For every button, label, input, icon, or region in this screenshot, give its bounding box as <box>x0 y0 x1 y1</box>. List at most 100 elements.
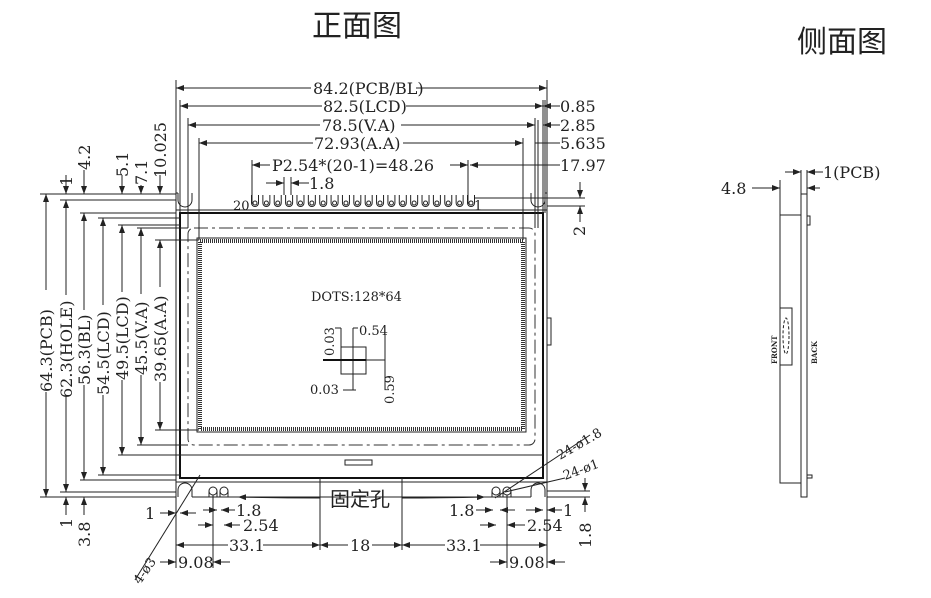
dim-right-hole-edge: 1 <box>563 501 573 520</box>
dim-pin-width: 1.8 <box>309 174 334 193</box>
lcd-tab <box>344 459 373 466</box>
dot-height: 0.59 <box>383 375 398 404</box>
dim-bottom-38: 3.8 <box>75 522 94 547</box>
dim-bl-height: 56.3(BL) <box>75 315 94 386</box>
pin-pad <box>387 195 396 207</box>
dim-hole-height: 62.3(HOLE) <box>57 301 76 398</box>
dim-left-pad-width: 1.8 <box>236 501 261 520</box>
pin-pad <box>262 195 271 207</box>
pin-hole <box>457 200 463 206</box>
pin-pad <box>330 195 339 207</box>
dot-gap-horizontal: 0.03 <box>310 383 339 398</box>
dot-width: 0.54 <box>359 324 388 339</box>
pin-hole <box>354 200 360 206</box>
side-back-label: BACK <box>810 340 819 364</box>
dim-top-10025: 10.025 <box>151 122 170 178</box>
active-area <box>198 239 525 431</box>
dot-gap-vertical: 0.03 <box>323 327 338 356</box>
mount-hole-label: 固定孔 <box>330 487 390 511</box>
top-dimensions: 84.2(PCB/BL) 82.5(LCD) 78.5(V.A) 72.93(A… <box>175 79 606 240</box>
dim-top-1: 1 <box>57 176 76 186</box>
pin-pad <box>398 195 407 207</box>
pin-hole <box>388 200 394 206</box>
side-lcd-body <box>779 214 802 484</box>
pin-pad <box>364 195 373 207</box>
dim-top-42: 4.2 <box>75 145 94 170</box>
side-pcb <box>800 193 808 498</box>
pin-pad <box>319 195 328 207</box>
left-dimensions: 64.3(PCB) 62.3(HOLE) 56.3(BL) 54.5(LCD) … <box>37 122 199 547</box>
pin-hole <box>366 200 372 206</box>
pin-pad <box>376 195 385 207</box>
pad-dia-2: 24-ø1 <box>561 457 601 484</box>
dim-right-1797: 17.97 <box>560 156 606 175</box>
pin-label-1: 1 <box>474 199 482 214</box>
dots-resolution: DOTS:128*64 <box>311 290 402 305</box>
pin-hole <box>445 200 451 206</box>
dim-left-pad-pitch: 2.54 <box>243 516 279 535</box>
pin-label-20: 20 <box>233 199 250 214</box>
dim-pin-pitch: P2.54*(20-1)=48.26 <box>272 156 434 175</box>
pin-hole <box>468 200 474 206</box>
pin-hole <box>275 200 281 206</box>
side-pcb-thickness: 1(PCB) <box>823 163 880 182</box>
pin-hole <box>434 200 440 206</box>
side-thickness: 4.8 <box>721 179 746 198</box>
pin-hole <box>411 200 417 206</box>
pin-hole <box>343 200 349 206</box>
pcb-outline <box>175 193 548 497</box>
pin-pad <box>421 195 430 207</box>
pad-dia-1: 24-ø1.8 <box>555 426 605 464</box>
dot-detail: DOTS:128*64 0.03 0.54 0.03 0.59 <box>310 290 402 404</box>
pin-pad <box>307 195 316 207</box>
pin-pad <box>410 195 419 207</box>
dim-aa-height: 39.65(A.A) <box>151 296 170 382</box>
dim-aa-width: 72.93(A.A) <box>314 134 400 153</box>
viewing-area <box>187 227 536 446</box>
dim-right-pad-pitch: 2.54 <box>527 516 563 535</box>
pin-pad <box>455 195 464 207</box>
pin-hole <box>263 200 269 206</box>
dim-va-height: 45.5(V.A) <box>132 301 151 375</box>
dim-top-71: 7.1 <box>132 160 151 185</box>
pin-hole <box>297 200 303 206</box>
dim-right-908: 9.08 <box>509 553 545 572</box>
dim-pin-offset: 2 <box>570 226 589 236</box>
pin-hole <box>332 200 338 206</box>
pin-pad <box>285 195 294 207</box>
dim-left-hole-edge: 1 <box>145 504 155 523</box>
pin-hole <box>320 200 326 206</box>
pin-hole <box>252 200 258 206</box>
pin-pad <box>341 195 350 207</box>
dim-right-285: 2.85 <box>560 116 596 135</box>
dim-right-pad-width: 1.8 <box>449 501 474 520</box>
side-view-title: 侧面图 <box>797 25 887 60</box>
dim-right-331: 33.1 <box>446 536 482 555</box>
pin-hole <box>286 200 292 206</box>
dim-left-331: 33.1 <box>229 536 265 555</box>
pin-pad <box>353 195 362 207</box>
dim-right-vertical-18: 1.8 <box>576 523 595 548</box>
front-view <box>175 192 552 498</box>
pin-pad <box>296 195 305 207</box>
dim-bottom-1: 1 <box>57 518 76 528</box>
pin-pad <box>273 195 282 207</box>
dim-right-085: 0.85 <box>560 97 596 116</box>
dim-right-5635: 5.635 <box>560 134 606 153</box>
pin-pad <box>444 195 453 207</box>
dim-top-51: 5.1 <box>113 152 132 177</box>
dim-pcb-height: 64.3(PCB) <box>37 309 56 392</box>
pin-row <box>251 195 475 207</box>
pin-hole <box>400 200 406 206</box>
dim-lcd-height-outer: 54.5(LCD) <box>94 311 113 395</box>
dim-lcd-width: 82.5(LCD) <box>323 97 407 116</box>
pin-hole <box>423 200 429 206</box>
pin-hole <box>377 200 383 206</box>
dim-center-18: 18 <box>350 536 370 555</box>
mount-hole-top-left <box>177 193 193 208</box>
mount-hole-dia: 4-ø3 <box>131 555 160 587</box>
dim-va-width: 78.5(V.A) <box>322 116 396 135</box>
bottom-dimensions: 固定孔 4-ø3 24-ø1.8 24-ø1 1 1.8 2.54 33.1 1… <box>131 426 605 588</box>
